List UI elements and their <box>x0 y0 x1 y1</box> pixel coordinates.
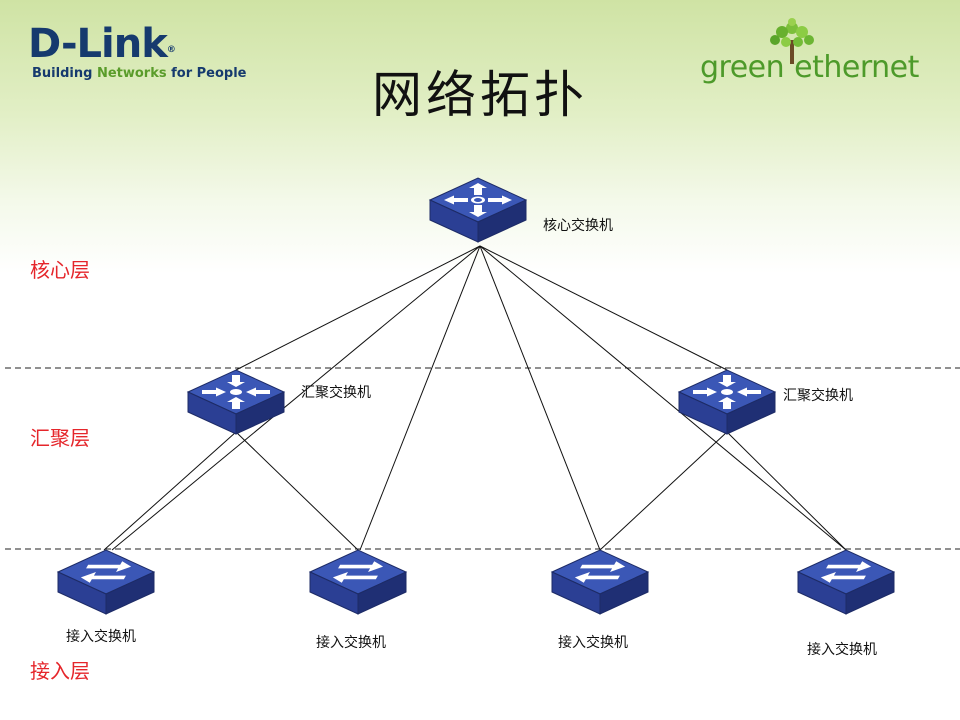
link-core-agg-right <box>479 245 728 371</box>
dlink-logo-reg: ® <box>166 45 176 55</box>
access-switch-1-icon <box>57 549 155 615</box>
link-core-access-3 <box>479 245 601 551</box>
label-core-switch: 核心交换机 <box>543 218 613 234</box>
link-core-agg-left <box>235 245 481 371</box>
label-access-4: 接入交换机 <box>807 642 877 658</box>
access-switch-3-icon <box>551 549 649 615</box>
label-access-1: 接入交换机 <box>66 629 136 645</box>
green-word-left: green <box>700 50 785 85</box>
layer-label-access: 接入层 <box>30 659 90 683</box>
link-agg-left-access-1 <box>103 431 237 551</box>
green-word-right: ethernet <box>794 50 919 85</box>
dlink-tagline: Building Networks for People <box>32 66 247 81</box>
links-aggregation <box>103 431 847 551</box>
link-agg-left-access-2 <box>235 431 359 551</box>
dlink-tagline-green: Networks <box>96 66 167 81</box>
label-agg-left: 汇聚交换机 <box>301 385 371 401</box>
dlink-logo-word: D-Link <box>28 21 168 67</box>
link-agg-right-access-4 <box>726 431 847 551</box>
tree-icon <box>770 18 814 64</box>
link-agg-right-access-3 <box>599 431 728 551</box>
dlink-tagline-pre: Building <box>32 66 97 81</box>
dlink-logo: D-Link® Building Networks for People <box>28 21 247 81</box>
access-switch-4-icon <box>797 549 895 615</box>
dlink-tagline-post: for People <box>166 66 247 81</box>
core-switch-icon <box>429 177 527 243</box>
green-ethernet-logo: green ethernet <box>700 18 940 88</box>
label-access-2: 接入交换机 <box>316 635 386 651</box>
layer-label-core: 核心层 <box>30 258 90 282</box>
layer-label-aggregation: 汇聚层 <box>30 426 90 450</box>
slide-title: 网络拓扑 <box>372 66 588 124</box>
link-core-access-2 <box>359 245 481 551</box>
label-access-3: 接入交换机 <box>558 635 628 651</box>
label-agg-right: 汇聚交换机 <box>783 388 853 404</box>
agg-switch-right-icon <box>678 369 776 435</box>
green-ethernet-word: green ethernet <box>700 50 919 85</box>
access-switch-2-icon <box>309 549 407 615</box>
link-core-access-4 <box>479 245 847 551</box>
links-core <box>111 245 847 551</box>
link-core-access-1 <box>111 245 481 551</box>
agg-switch-left-icon <box>187 369 285 435</box>
